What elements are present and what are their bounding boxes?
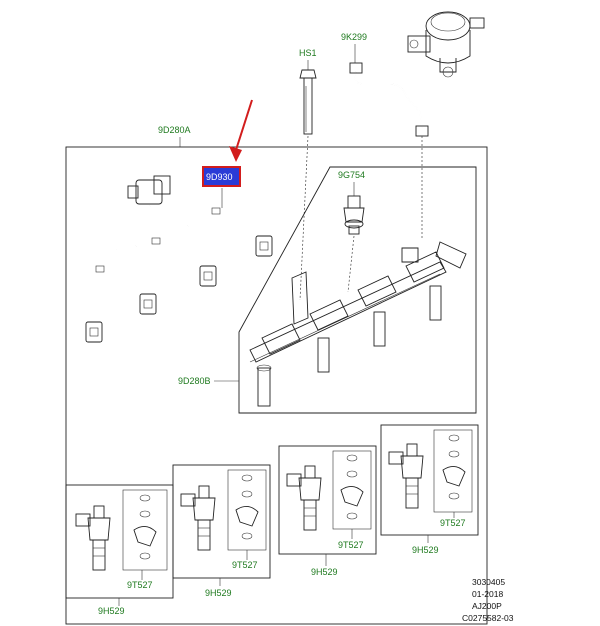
label-9h529-2: 9H529 bbox=[205, 588, 232, 598]
fuel-pipe bbox=[354, 71, 423, 129]
high-pressure-fuel-pump bbox=[407, 11, 485, 78]
leader-lines bbox=[118, 44, 455, 606]
injector-kit-1 bbox=[65, 484, 174, 599]
label-9d280b: 9D280B bbox=[178, 376, 211, 386]
reference-line-4: C0275582-03 bbox=[462, 613, 514, 623]
label-9t527-1: 9T527 bbox=[127, 580, 153, 590]
label-9t527-3: 9T527 bbox=[338, 540, 364, 550]
reference-block: 3030405 01-2018 AJ200P C0275582-03 bbox=[462, 577, 514, 623]
highlight-box bbox=[202, 166, 241, 187]
injector-kit-4 bbox=[380, 424, 479, 536]
wiring-harness bbox=[71, 175, 273, 343]
reference-line-1: 3030405 bbox=[472, 577, 505, 587]
reference-line-3: AJ200P bbox=[472, 601, 502, 611]
label-hs1: HS1 bbox=[299, 48, 317, 58]
label-9t527-2: 9T527 bbox=[232, 560, 258, 570]
injector-kit-3 bbox=[278, 445, 377, 555]
label-9d280a: 9D280A bbox=[158, 125, 191, 135]
injector-kit-2 bbox=[172, 464, 271, 579]
bolt bbox=[299, 69, 317, 135]
label-9h529-3: 9H529 bbox=[311, 567, 338, 577]
highlight-arrow bbox=[229, 99, 253, 162]
label-9h529-1: 9H529 bbox=[98, 606, 125, 616]
label-9g754: 9G754 bbox=[338, 170, 365, 180]
label-9t527-4: 9T527 bbox=[440, 518, 466, 528]
fuel-pressure-sensor bbox=[343, 195, 365, 235]
main-frame bbox=[65, 146, 488, 625]
label-9k299: 9K299 bbox=[341, 32, 367, 42]
reference-line-2: 01-2018 bbox=[472, 589, 503, 599]
fuel-rail bbox=[249, 241, 467, 407]
fuel-rail-frame bbox=[238, 166, 477, 414]
label-9h529-4: 9H529 bbox=[412, 545, 439, 555]
label-9d930: 9D930 bbox=[206, 172, 233, 182]
